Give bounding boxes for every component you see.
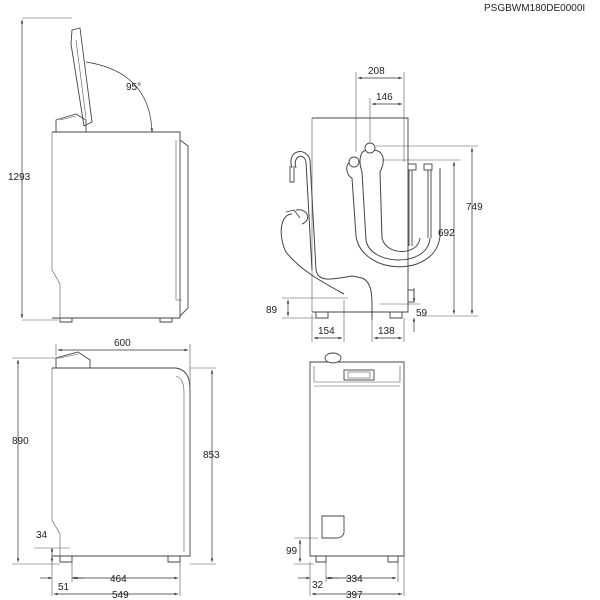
dim-height-inner: 692 (438, 228, 455, 239)
dim-width-outer: 208 (368, 66, 385, 77)
dim-height-max: 749 (466, 202, 483, 213)
dim-offset-right: 138 (378, 326, 395, 337)
dim-front-width-inner: 334 (346, 574, 363, 585)
dim-depth-total: 549 (112, 590, 129, 600)
front-view: 99 32 334 397 (286, 352, 405, 600)
dim-foot-offset: 51 (58, 582, 70, 593)
dim-offset-left: 154 (318, 326, 335, 337)
dim-depth-top: 600 (114, 338, 131, 349)
dim-hose-height: 89 (266, 305, 278, 316)
back-view: 208 146 749 692 89 59 154 138 (266, 66, 483, 342)
dim-front-foot-height: 99 (286, 546, 298, 557)
side-view-closed: 600 890 853 34 51 464 549 (12, 338, 220, 600)
dim-height-body: 853 (203, 450, 220, 461)
dim-front-width-total: 397 (346, 590, 363, 600)
lid-angle-label: 95° (126, 82, 141, 93)
model-code: PSGBWM180DE0000I (484, 3, 585, 14)
dim-height-total: 890 (12, 436, 29, 447)
dim-foot-height: 34 (36, 530, 48, 541)
dim-bottom-height: 59 (416, 308, 428, 319)
side-view-lid-open: 95° 1293 (8, 17, 189, 323)
dim-depth-mid: 464 (110, 574, 127, 585)
dim-width-inner: 146 (376, 92, 393, 103)
dim-front-foot-offset: 32 (312, 580, 324, 591)
height-open-label: 1293 (8, 172, 31, 183)
